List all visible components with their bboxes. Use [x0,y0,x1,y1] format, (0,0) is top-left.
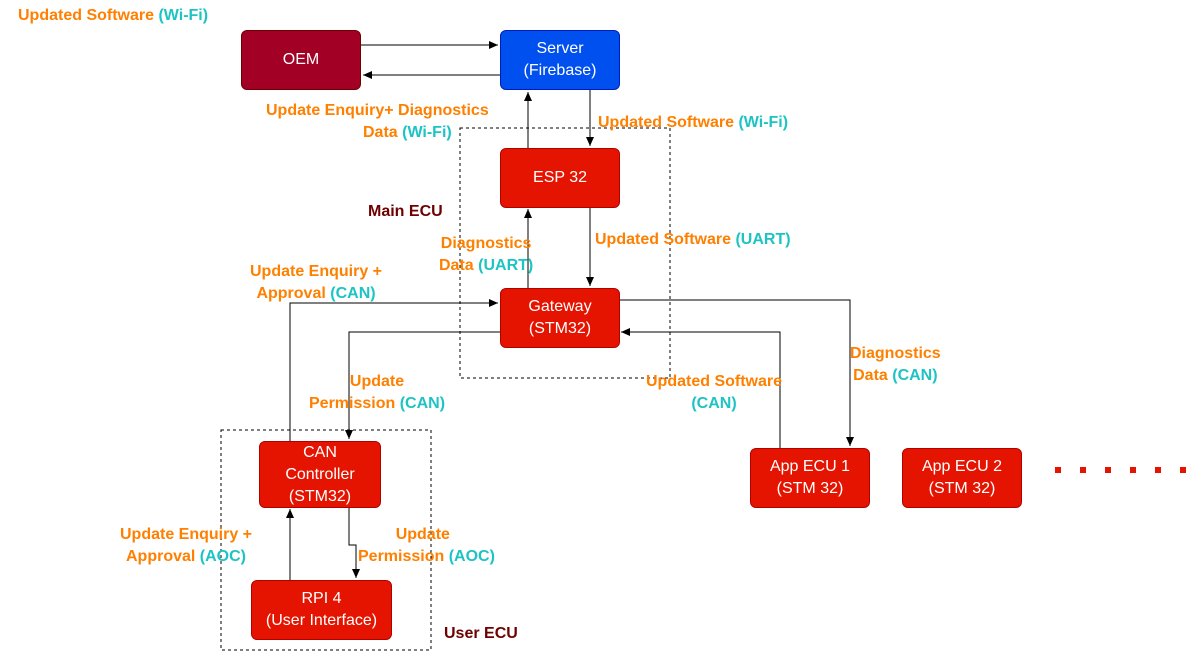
edge-gateway-to-can [345,331,500,439]
label-permission-aoc: Update Permission (AOC) [358,526,495,565]
ellipsis-dot [1055,467,1061,473]
ellipsis-dot [1105,467,1111,473]
user-ecu-group [220,429,432,651]
label-enquiry-aoc: Update Enquiry + Approval (AOC) [120,526,253,565]
label-enquiry-can: Update Enquiry + Approval (CAN) [250,263,383,302]
label-diagnostics-uart: Diagnostics Data (UART) [439,235,534,274]
app-ecu-2-node: App ECU 2 (STM 32) [902,448,1022,508]
edge-app1-to-gateway [621,328,781,448]
server-node: Server (Firebase) [500,30,620,90]
label-permission-can: Update Permission (CAN) [309,373,446,412]
label-server-to-esp: Updated Software (Wi-Fi) [598,114,789,131]
ellipsis-dot [1130,467,1136,473]
edge-gateway-to-app1 [620,299,854,446]
label-software-uart: Updated Software (UART) [595,231,791,248]
more-ecus-ellipsis [1055,467,1186,473]
edge-can-to-gateway [289,299,498,441]
label-enquiry-wifi: Update Enquiry+ Diagnostics Data (Wi-Fi) [266,102,489,141]
label-software-can: Updated Software (CAN) [646,373,783,412]
ellipsis-dot [1155,467,1161,473]
app-ecu-1-node: App ECU 1 (STM 32) [750,448,870,508]
main-ecu-label: Main ECU [368,203,443,220]
user-ecu-label: User ECU [444,625,518,642]
oem-node: OEM [241,30,361,90]
ellipsis-dot [1080,467,1086,473]
gateway-node: Gateway (STM32) [500,288,620,348]
label-oem-updated-software: Updated Software (Wi-Fi) [18,7,209,24]
ellipsis-dot [1180,467,1186,473]
label-diagnostics-can: Diagnostics Data (CAN) [850,345,941,384]
main-ecu-group [459,127,671,379]
can-controller-node: CAN Controller (STM32) [259,441,381,508]
edge-can-to-rpi [348,507,360,578]
esp32-node: ESP 32 [500,148,620,208]
rpi4-node: RPI 4 (User Interface) [251,580,392,640]
